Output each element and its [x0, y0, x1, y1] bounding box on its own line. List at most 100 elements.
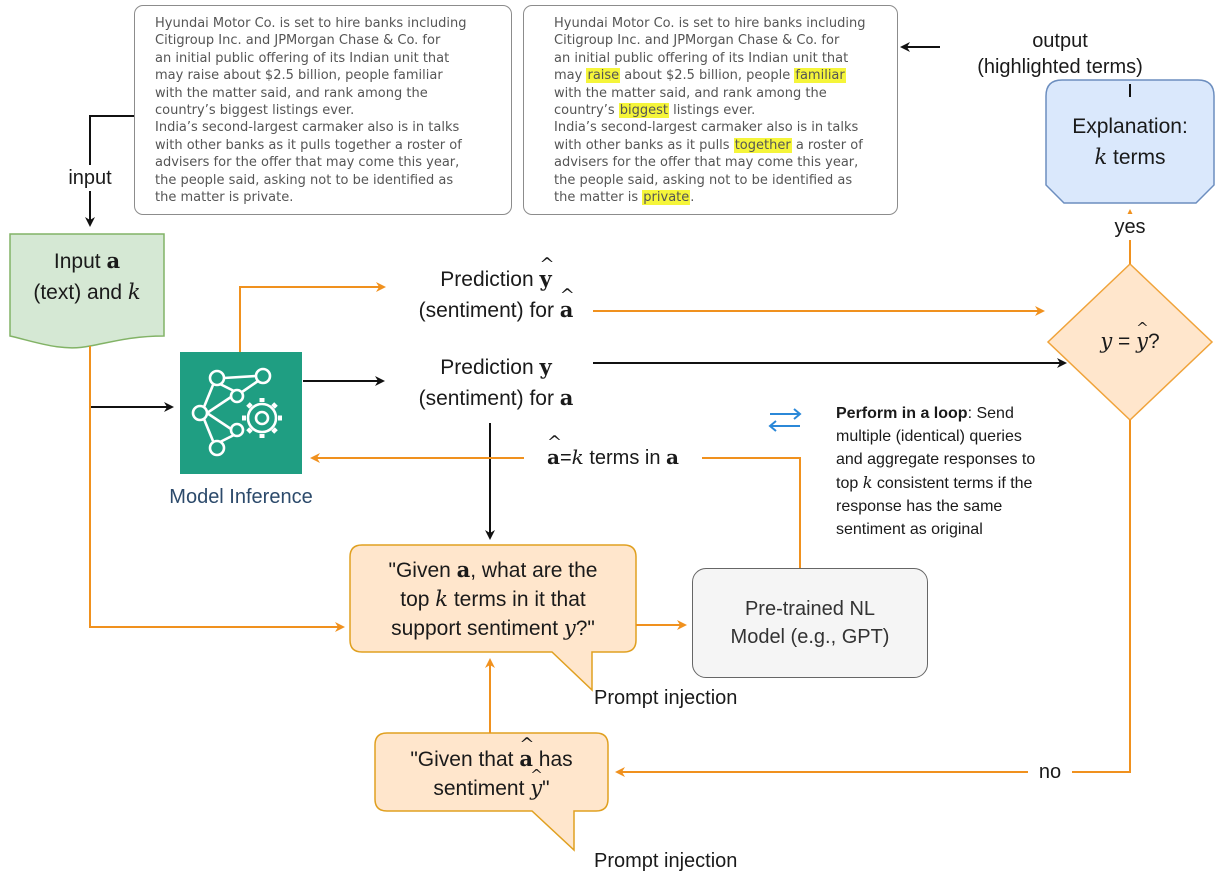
pretrained-nl-model-node: Pre-trained NL Model (e.g., GPT)	[692, 568, 928, 678]
symbol-y-hat: y	[1136, 315, 1148, 354]
explanation-box-text: Explanation: k terms	[1046, 112, 1214, 173]
doc-text: with other banks as it pulls	[554, 137, 734, 153]
doc-text: the matter is	[554, 190, 643, 206]
loop-note-line4: top k consistent terms if the	[836, 471, 1136, 495]
prompt-main-shape	[349, 544, 637, 692]
output-label-line1: output	[1032, 30, 1088, 52]
doc-line: with other banks as it pulls together a …	[155, 137, 462, 153]
symbol-k: k	[862, 473, 873, 492]
gpt-line2: Model (e.g., GPT)	[730, 626, 890, 648]
gpt-label: Pre-trained NL Model (e.g., GPT)	[731, 595, 890, 651]
loop-note-line2: multiple (identical) queries	[836, 428, 1022, 445]
output-label: output (highlighted terms)	[950, 28, 1170, 80]
prompt-main-line2: top k terms in it that	[350, 585, 636, 614]
prompt-main-text: "Given a, what are the top k terms in it…	[350, 555, 636, 643]
prompt-main-line1: "Given a, what are the	[350, 555, 636, 585]
symbol-y: y	[1100, 329, 1113, 353]
symbol-a: a	[106, 248, 121, 273]
feedback-eq: =	[559, 447, 572, 469]
prompt-injection-label-1: Prompt injection	[594, 687, 738, 709]
doc-line: Citigroup Inc. and JPMorgan Chase & Co. …	[554, 33, 840, 49]
prompt-text: sentiment	[433, 777, 531, 800]
loop-note-text: consistent terms if the	[872, 475, 1033, 492]
symbol-k: k	[1094, 145, 1108, 169]
doc-line: the people said, asking not to be identi…	[155, 172, 454, 188]
prompt-second-shape	[374, 732, 609, 852]
prediction-text: (sentiment) for	[418, 299, 560, 322]
explanation-line1: Explanation:	[1072, 115, 1188, 138]
doc-text: may	[554, 68, 587, 84]
model-inference-node	[180, 352, 302, 474]
symbol-a-hat: a	[560, 281, 574, 325]
decision-eq: =	[1112, 330, 1137, 353]
doc-line: advisers for the offer that may come thi…	[155, 155, 460, 171]
doc-line: advisers for the offer that may come thi…	[554, 155, 859, 171]
neural-network-gear-icon	[191, 367, 282, 457]
output-label-line2: (highlighted terms)	[977, 56, 1143, 78]
symbol-y-hat: y	[540, 250, 552, 294]
decision-text: y = y?	[1070, 315, 1190, 355]
prediction-hat-label: Prediction y (sentiment) for a	[396, 250, 596, 326]
prompt-main-line3: support sentiment y?"	[350, 614, 636, 643]
explanation-terms: terms	[1107, 146, 1166, 169]
yes-label: yes	[1095, 214, 1165, 240]
doc-line: India’s second-largest carmaker also is …	[554, 120, 859, 136]
doc-line: Hyundai Motor Co. is set to hire banks i…	[155, 16, 467, 31]
prompt-text: support sentiment	[391, 617, 564, 640]
prediction-label: Prediction y (sentiment) for a	[396, 352, 596, 414]
prediction-hat-line2: (sentiment) for a	[396, 281, 596, 326]
feedback-text: terms in	[583, 447, 667, 469]
doc-line: with the matter said, and rank among the	[155, 85, 428, 101]
prompt-text: "Given	[388, 559, 457, 582]
prompt-text: top	[400, 588, 436, 611]
prompt-second-line2: sentiment y"	[375, 761, 608, 803]
prediction-text: Prediction	[440, 356, 540, 379]
doc-line: may raise about $2.5 billion, people fam…	[554, 67, 897, 84]
symbol-y: y	[563, 616, 576, 640]
doc-text: country’s	[554, 103, 619, 119]
doc-line: country’s biggest listings ever.	[554, 102, 897, 119]
highlighted-term: biggest	[618, 103, 670, 119]
doc-line: Citigroup Inc. and JPMorgan Chase & Co. …	[155, 33, 441, 49]
doc-line: the people said, asking not to be identi…	[554, 172, 853, 188]
input-text: (text) and	[33, 281, 128, 304]
highlighted-text-document: Hyundai Motor Co. is set to hire banks i…	[523, 5, 898, 215]
prompt-text: , what are the	[470, 559, 598, 582]
explanation-line2: k terms	[1046, 142, 1214, 173]
model-inference-label: Model Inference	[169, 486, 313, 508]
prompt-second-line1: "Given that a has	[375, 730, 608, 774]
prediction-line2: (sentiment) for a	[396, 383, 596, 414]
feedback-label: a=k terms in a	[524, 430, 702, 471]
doc-text: a roster of	[791, 137, 863, 153]
loop-note-text: : Send	[967, 405, 1014, 422]
symbol-a: a	[456, 557, 471, 582]
loop-note-bold: Perform in a loop	[836, 405, 968, 422]
input-label: input	[55, 165, 125, 191]
prediction-text: (sentiment) for	[418, 387, 560, 410]
doc-line: the matter is private.	[554, 189, 897, 206]
explanation-box-shape	[1045, 79, 1215, 204]
doc-line: an initial public offering of its Indian…	[554, 50, 849, 66]
symbol-a-hat: a	[547, 430, 560, 470]
doc-line: an initial public offering of its Indian…	[155, 50, 450, 66]
gpt-line1: Pre-trained NL	[744, 598, 876, 620]
loop-note: Perform in a loop: Send multiple (identi…	[836, 402, 1136, 541]
prompt-text: "	[542, 777, 550, 800]
doc-text: listings ever.	[669, 103, 756, 119]
prediction-text: Prediction	[440, 268, 540, 291]
highlighted-term: raise	[586, 68, 621, 84]
input-box-text: Input a (text) and k	[10, 246, 164, 308]
input-text: Input	[53, 250, 107, 273]
highlighted-term: familiar	[794, 68, 846, 84]
doc-line: the matter is private.	[155, 190, 294, 206]
original-text-document: Hyundai Motor Co. is set to hire banks i…	[134, 5, 512, 215]
prompt-text: ?"	[575, 617, 595, 640]
prediction-hat-line1: Prediction y	[396, 250, 596, 295]
doc-line: with other banks as it pulls together a …	[554, 137, 897, 154]
loop-icon	[768, 408, 802, 432]
prompt-second-text: "Given that a has sentiment y"	[375, 730, 608, 803]
symbol-y-hat: y	[530, 761, 542, 803]
symbol-k: k	[435, 587, 449, 611]
loop-note-line6: sentiment as original	[836, 521, 983, 538]
